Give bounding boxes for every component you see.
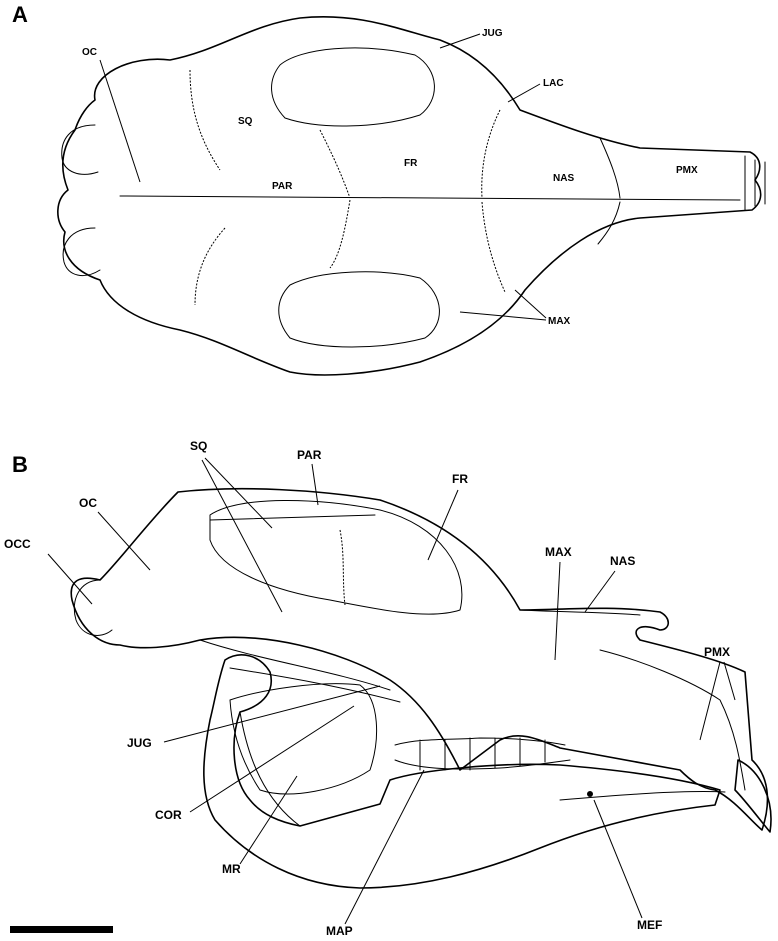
lateral-cranium-outline [70,487,769,831]
leader-a-jug [439,33,481,49]
label-a-par: PAR [272,181,293,192]
label-a-jug: JUG [482,28,503,39]
label-b-max: MAX [545,545,572,559]
lateral-masseteric-ridge [239,711,301,827]
dorsal-orbit-upper [271,47,435,127]
dorsal-incisors [744,155,766,211]
label-a-fr: FR [404,158,418,169]
label-a-max: MAX [548,316,571,327]
label-b-par: PAR [297,448,322,462]
label-b-map: MAP [326,924,353,938]
label-a-oc: OC [82,47,97,58]
leader-b-mef [593,799,643,919]
leader-b-pmx-2 [723,661,736,701]
panel-a-letter: A [12,2,28,27]
dorsal-skull-outline [57,16,762,376]
dorsal-suture-fr-par-lower [329,199,351,269]
lateral-lower-incisor [559,791,726,801]
label-a-nas: NAS [553,173,574,184]
leader-b-mr [239,775,298,865]
lateral-mandible-outline [203,654,721,889]
leader-b-sq-2 [201,459,283,613]
label-b-pmx: PMX [704,645,730,659]
lateral-orbit [209,500,463,615]
leader-b-jug [163,685,381,743]
dorsal-suture-fr-nas-lower [481,201,506,293]
lateral-upper-incisor [734,759,772,833]
label-b-fr: FR [452,472,468,486]
leader-b-par [311,463,319,506]
leader-a-lac [507,83,541,103]
label-b-mr: MR [222,862,241,876]
label-b-oc: OC [79,496,97,510]
label-b-occ: OCC [4,537,31,551]
leader-b-sq-1 [204,457,273,529]
panel-b: B SQ PAR FR [4,439,772,938]
dorsal-suture-sq-par-upper [189,69,221,171]
leader-b-pmx-1 [699,661,721,741]
scale-bar [10,926,113,933]
lateral-occipital-condyle [73,579,113,636]
label-b-nas: NAS [610,554,635,568]
leader-b-map [344,769,425,925]
leader-b-nas [584,570,616,613]
dorsal-suture-fr-par-upper [319,129,351,199]
label-a-sq: SQ [238,116,253,127]
dorsal-condyle-upper [61,124,99,175]
panel-a: A OC JUG LAC SQ FR PAR NAS PMX MAX [12,2,766,376]
label-b-mef: MEF [637,918,662,932]
lateral-mental-foramen [587,791,593,797]
leader-a-max-1 [514,289,547,319]
label-b-sq: SQ [190,439,207,453]
lateral-suture-sq-top [209,514,376,521]
leader-b-max [554,561,561,661]
label-a-lac: LAC [543,78,564,89]
dorsal-suture-sq-par-lower [194,227,226,306]
label-a-pmx: PMX [676,165,698,176]
dorsal-suture-nas-pmx-lower [597,201,621,245]
panel-b-letter: B [12,452,28,477]
lateral-coronoid-process [229,683,378,795]
lateral-zygomatic-arch [199,639,401,703]
leader-b-fr [427,489,459,561]
dorsal-condyle-lower [62,227,101,277]
lateral-nasal-process [519,609,641,616]
lateral-tooth-row [394,737,571,771]
dorsal-suture-nas-pmx-upper [599,137,621,199]
leader-b-occ [47,553,93,605]
dorsal-suture-fr-nas-upper [481,109,501,199]
label-b-cor: COR [155,808,182,822]
lateral-suture-par-fr [339,529,346,606]
dorsal-midline [119,195,741,201]
label-b-jug: JUG [127,736,152,750]
leader-a-oc [99,59,141,183]
dorsal-orbit-lower [278,271,440,348]
leader-a-max-2 [459,311,547,321]
leader-b-oc [97,511,151,571]
leader-b-cor [189,705,355,813]
